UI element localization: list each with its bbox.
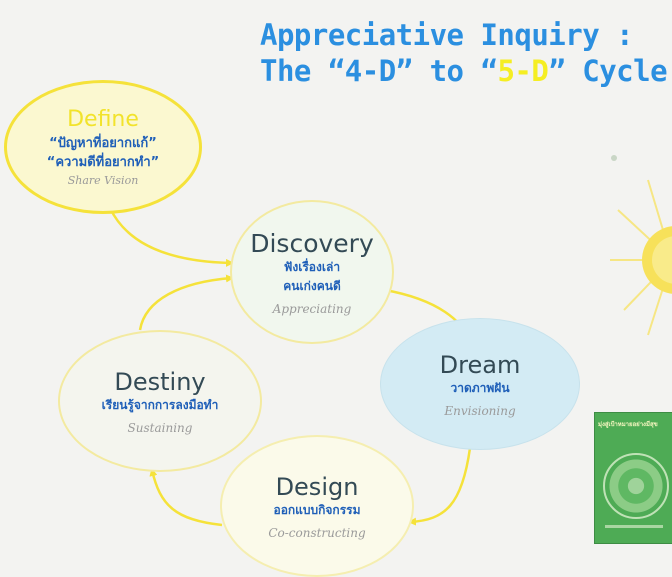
book-footer-bar xyxy=(605,525,663,528)
book-title: มุ่งสู่เป้าหมายอย่างมีสุข xyxy=(598,421,658,428)
title-prefix: The “4-D” to “ xyxy=(260,54,498,88)
arrow-define-to-discovery xyxy=(108,207,234,267)
arrow-design-to-destiny xyxy=(149,468,223,527)
design-title: Design xyxy=(275,472,359,501)
design-thai: ออกแบบกิจกรรม xyxy=(273,502,361,517)
book-cover-image: มุ่งสู่เป้าหมายอย่างมีสุข xyxy=(594,412,672,544)
discovery-node: Discovery ฟังเรื่องเล่า คนเก่งคนดี Appre… xyxy=(230,200,394,344)
define-node: Define “ปัญหาที่อยากแก้” “ความดีที่อยากท… xyxy=(4,80,202,214)
define-title: Define xyxy=(67,107,139,132)
title-line-2: The “4-D” to “5-D” Cycle xyxy=(260,54,668,88)
design-subtitle: Co-constructing xyxy=(268,525,366,540)
title-line-1: Appreciative Inquiry : xyxy=(260,18,634,52)
title-highlight-5d: 5-D xyxy=(497,54,549,88)
book-target-graphic xyxy=(603,453,669,519)
arrow-dream-to-design xyxy=(408,447,472,526)
define-subtitle: Share Vision xyxy=(67,174,139,187)
discovery-subtitle: Appreciating xyxy=(272,301,352,316)
dream-subtitle: Envisioning xyxy=(444,403,516,418)
destiny-thai: เรียนรู้จากการลงมือทำ xyxy=(101,397,219,412)
discovery-title: Discovery xyxy=(250,228,374,258)
destiny-title: Destiny xyxy=(114,367,206,396)
title-suffix: ” Cycle xyxy=(548,54,668,88)
destiny-subtitle: Sustaining xyxy=(127,420,193,435)
discovery-thai-line-1: ฟังเรื่องเล่า xyxy=(283,259,341,274)
design-node: Design ออกแบบกิจกรรม Co-constructing xyxy=(220,435,414,577)
destiny-node: Destiny เรียนรู้จากการลงมือทำ Sustaining xyxy=(58,330,262,472)
arrow-destiny-to-discovery xyxy=(138,274,234,331)
dream-thai: วาดภาพฝัน xyxy=(450,380,510,395)
discovery-thai-line-2: คนเก่งคนดี xyxy=(283,278,341,293)
define-thai-line-2: “ความดีที่อยากทำ” xyxy=(46,155,160,170)
dream-title: Dream xyxy=(439,350,521,379)
define-thai-line-1: “ปัญหาที่อยากแก้” xyxy=(49,136,157,151)
sun-illustration xyxy=(610,155,672,336)
dream-node: Dream วาดภาพฝัน Envisioning xyxy=(380,318,580,450)
